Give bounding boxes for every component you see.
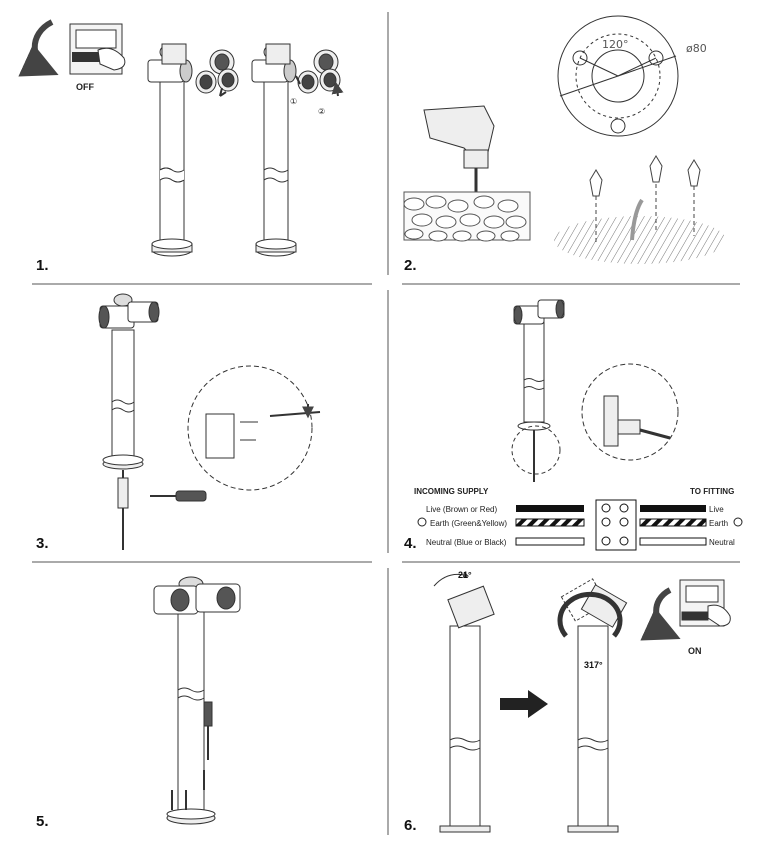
bollard-assembled-4 — [513, 299, 565, 482]
terminal-block — [595, 499, 637, 551]
terminal-block-detail — [603, 395, 671, 447]
angle-small-label: 21° — [458, 570, 472, 580]
masonry-wall — [403, 191, 531, 242]
bollard-assembled — [98, 293, 160, 550]
bollard-aim-right — [557, 578, 628, 833]
to-fitting-header: TO FITTING — [690, 487, 734, 496]
earth-icon — [417, 517, 427, 527]
marker-2: ② — [318, 107, 325, 116]
breaker-switch-icon — [69, 23, 126, 75]
detail-callout — [187, 365, 313, 491]
step-2-panel: 120° ø80 2. — [403, 15, 726, 274]
screwdriver-icon-5 — [171, 701, 213, 810]
incoming-supply-header: INCOMING SUPPLY — [414, 487, 489, 496]
step-1-panel: OFF — [18, 19, 340, 274]
step-number-2: 2. — [404, 257, 417, 274]
step-number-6: 6. — [404, 817, 417, 834]
turn-on-arrow-icon — [640, 587, 681, 641]
panel-separators — [32, 12, 740, 835]
step-5-panel: 5. — [36, 576, 241, 830]
step-number-1: 1. — [36, 257, 49, 274]
off-label: OFF — [76, 82, 94, 92]
step-4-panel: INCOMING SUPPLY TO FITTING Live (Brown o… — [404, 299, 743, 552]
angle-large-label: 317° — [584, 660, 603, 670]
step-6-panel: 21° 317° ON 6. — [404, 570, 731, 834]
next-arrow-icon — [500, 690, 548, 718]
wire-live-right: Live — [709, 505, 724, 514]
wire-live-left: Live (Brown or Red) — [426, 505, 497, 514]
base-plate-diagram — [557, 15, 679, 137]
bollard-aim-left — [433, 571, 495, 833]
junction-box-detail — [205, 404, 321, 459]
wire-earth-left: Earth (Green&Yellow) — [430, 519, 507, 528]
plate-diameter-label: ø80 — [686, 42, 707, 55]
step-3-panel: 3. — [36, 293, 321, 552]
on-label: ON — [688, 646, 702, 656]
bollard-disassembled-a — [147, 43, 239, 257]
step-number-5: 5. — [36, 813, 49, 830]
marker-1: ① — [290, 97, 297, 106]
bollard-disassembled-b — [251, 43, 340, 257]
wire-earth-right: Earth — [709, 519, 728, 528]
drill-icon — [423, 105, 495, 192]
step-number-4: 4. — [404, 535, 417, 552]
wire-neutral-right: Neutral — [709, 538, 735, 547]
bollard-fixing — [153, 576, 241, 825]
breaker-switch-on-icon — [679, 579, 731, 627]
turn-off-arrow-icon — [18, 19, 59, 77]
ground-anchors — [554, 155, 726, 264]
earth-icon-right — [733, 517, 743, 527]
wire-neutral-left: Neutral (Blue or Black) — [426, 538, 507, 547]
step-number-3: 3. — [36, 535, 49, 552]
screwdriver-icon — [150, 490, 207, 502]
plate-angle-label: 120° — [602, 38, 629, 51]
detail-callout-large — [581, 363, 679, 461]
detail-callout-small — [511, 425, 561, 475]
